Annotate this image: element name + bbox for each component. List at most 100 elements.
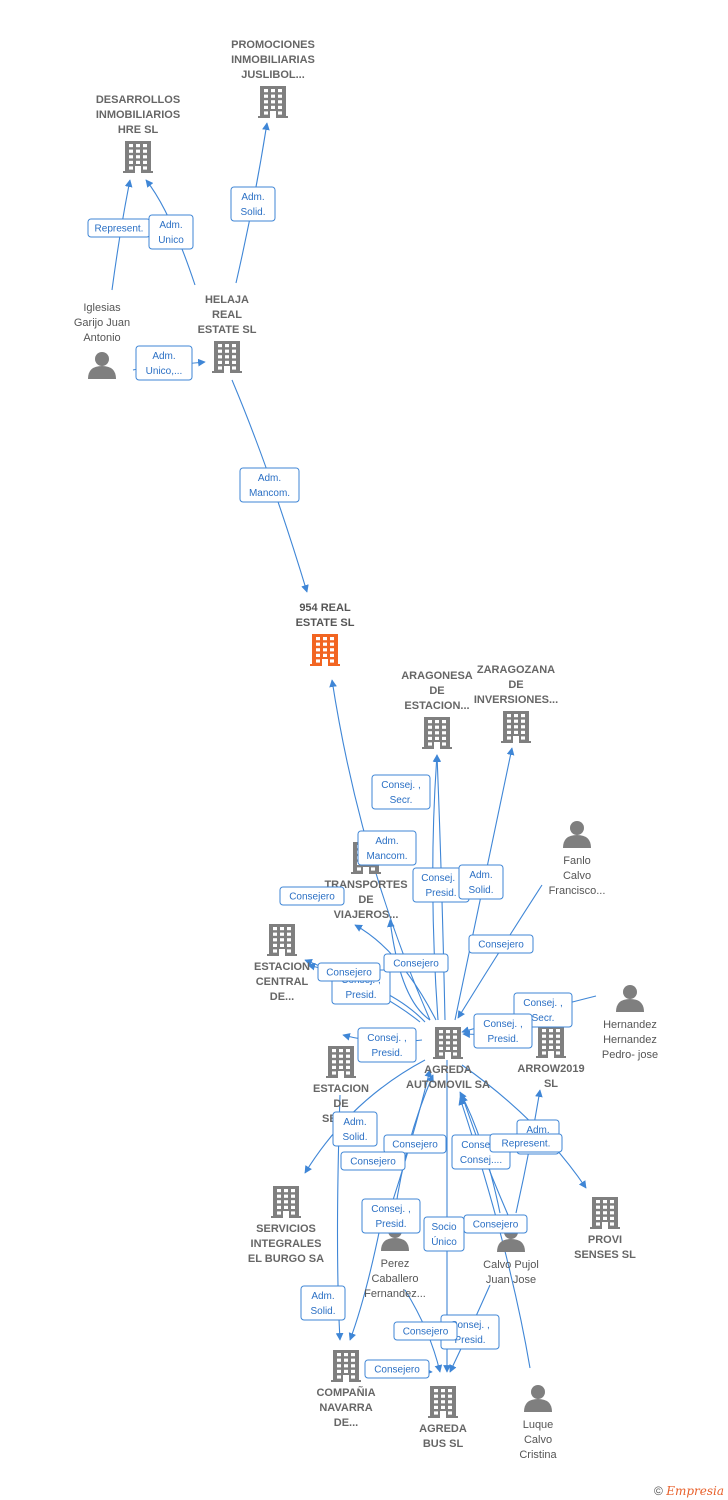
edge-label-text: Unico,... [146,366,183,377]
node-label: Calvo [524,1434,552,1446]
edge-label-text: Presid. [487,1034,518,1045]
edge-label-box [332,1111,378,1147]
edge-perez-to-compania [348,1227,381,1341]
edge-label-box [279,886,345,906]
building-icon [267,924,297,956]
edge-label-text: Secr. [390,795,413,806]
node-estacion_central[interactable]: ESTACIONCENTRALDE... [254,924,310,1003]
node-label: JUSLIBOL... [241,69,305,81]
edge-label-text: Socio [431,1222,456,1233]
node-label: Hernandez [603,1019,657,1031]
edge-label-text: Adm. [311,1291,334,1302]
node-label: Hernandez [603,1034,657,1046]
edge-label-iglesias-to-desarrollos[interactable]: Represent. [87,218,151,238]
edge-label-agreda_auto-to-transportes[interactable]: Consejero [279,886,345,906]
edge-label-perez-to-agreda_auto[interactable]: Consejero [340,1151,406,1171]
edge-label-estacion_serv-to-compania[interactable]: Adm.Solid. [300,1285,346,1321]
edge-label-perez-to-agreda_bus[interactable]: Consejero [393,1321,458,1341]
node-label: PROMOCIONES [231,39,315,51]
edge-label-text: Consejero [403,1327,449,1338]
building-icon [326,1046,356,1078]
node-label: INVERSIONES... [474,694,558,706]
building-icon [433,1027,463,1059]
edge-label-agreda_auto-to-estacion_central[interactable]: Consejero [317,962,381,982]
edge-label-agreda_auto-to-estacion_central[interactable]: Consejero [383,953,449,973]
building-icon [501,711,531,743]
node-fanlo[interactable]: FanloCalvoFrancisco... [549,821,606,897]
edge-label-text: Consej. , [483,1019,522,1030]
edge-label-box [423,1216,465,1252]
edge-label-text: Adm. [343,1117,366,1128]
node-label: Iglesias [83,302,121,314]
building-icon [258,86,288,118]
node-provi[interactable]: PROVI SENSES SL [574,1197,636,1261]
building-icon [310,634,340,666]
node-label: ESTATE SL [198,324,257,336]
edge-label-text: Consejero [478,940,524,951]
footer-brand[interactable]: © Empresia [654,1484,724,1498]
node-aragonesa[interactable]: ARAGONESADEESTACION... [401,670,473,749]
edge-label-text: Secr. [532,1013,555,1024]
edge-label-box [468,934,534,954]
edge-label-text: Consej.... [460,1155,502,1166]
building-icon [212,341,242,373]
node-label: SENSES SL [574,1249,636,1261]
edge-label-helaja-to-desarrollos[interactable]: Adm.Unico [148,214,194,250]
node-label: ARROW2019 [517,1063,584,1075]
edge-label-fanlo-to-agreda_auto[interactable]: Consejero [468,934,534,954]
edge-label-iglesias-to-helaja[interactable]: Adm.Unico,... [135,345,193,381]
edge-label-text: Presid. [425,888,456,899]
edge-label-perez-to-compania[interactable]: Consej. ,Presid. [361,1198,421,1234]
copyright-symbol: © [654,1484,663,1498]
edge-label-text: Único [431,1235,457,1248]
node-label: AUTOMOVIL SA [406,1079,490,1091]
edge-label-agreda_auto-to-aragonesa[interactable]: Consej. , Secr. [371,774,431,810]
edge-label-agreda_auto-to-aragonesa[interactable]: Consej. ,Presid. [412,867,470,903]
edge-label-helaja-to-r954[interactable]: Adm.Mancom. [239,467,300,503]
edge-agreda_auto-to-servicios [304,1059,426,1174]
node-label: ESTACION [313,1083,369,1095]
edge-label-arrow-to-agreda_auto[interactable]: Consej. , Presid. [473,1013,533,1049]
edge-label-text: Consej. , [371,1204,410,1215]
edge-label-perez-to-agreda_auto[interactable]: Consejero [383,1134,447,1154]
node-label: PROVI [588,1234,622,1246]
edge-label-agreda_auto-to-estacion_serv[interactable]: Consej. ,Presid. [357,1027,417,1063]
edge-label-box [383,1134,447,1154]
building-icon [271,1186,301,1218]
node-label: DE [358,894,373,906]
edge-label-text: Consej. , [381,780,420,791]
node-zaragozana[interactable]: ZARAGOZANADEINVERSIONES... [474,664,558,743]
node-label: SERVICIOS [256,1223,316,1235]
edge-label-calvo_pujol-to-agreda_auto[interactable]: Consejero [463,1214,528,1234]
edge-label-helaja-to-promociones[interactable]: Adm.Solid. [230,186,276,222]
node-label: DE [333,1098,348,1110]
edge-label-agreda_auto-to-servicios[interactable]: Adm.Solid. [332,1111,378,1147]
edge-label-agreda_auto-to-provi[interactable]: Represent. [489,1133,563,1153]
person-icon [524,1385,552,1412]
edge-layer [111,122,597,1376]
edge-label-compania-to-agreda_bus[interactable]: Consejero [364,1359,430,1379]
node-compania[interactable]: COMPAÑIANAVARRADE... [316,1350,376,1429]
node-perez[interactable]: PerezCaballeroFernandez... [364,1224,426,1300]
edge-label-box [300,1285,346,1321]
edge-label-text: Consejero [374,1365,420,1376]
edge-label-box [357,830,417,866]
edge-label-agreda_auto-to-r954[interactable]: Adm.Mancom. [357,830,417,866]
node-label: Antonio [83,332,120,344]
node-label: INMOBILIARIOS [96,109,180,121]
node-promociones[interactable]: PROMOCIONESINMOBILIARIASJUSLIBOL... [231,39,315,118]
edge-label-agreda_auto-to-zaragozana[interactable]: Adm.Solid. [458,864,504,900]
